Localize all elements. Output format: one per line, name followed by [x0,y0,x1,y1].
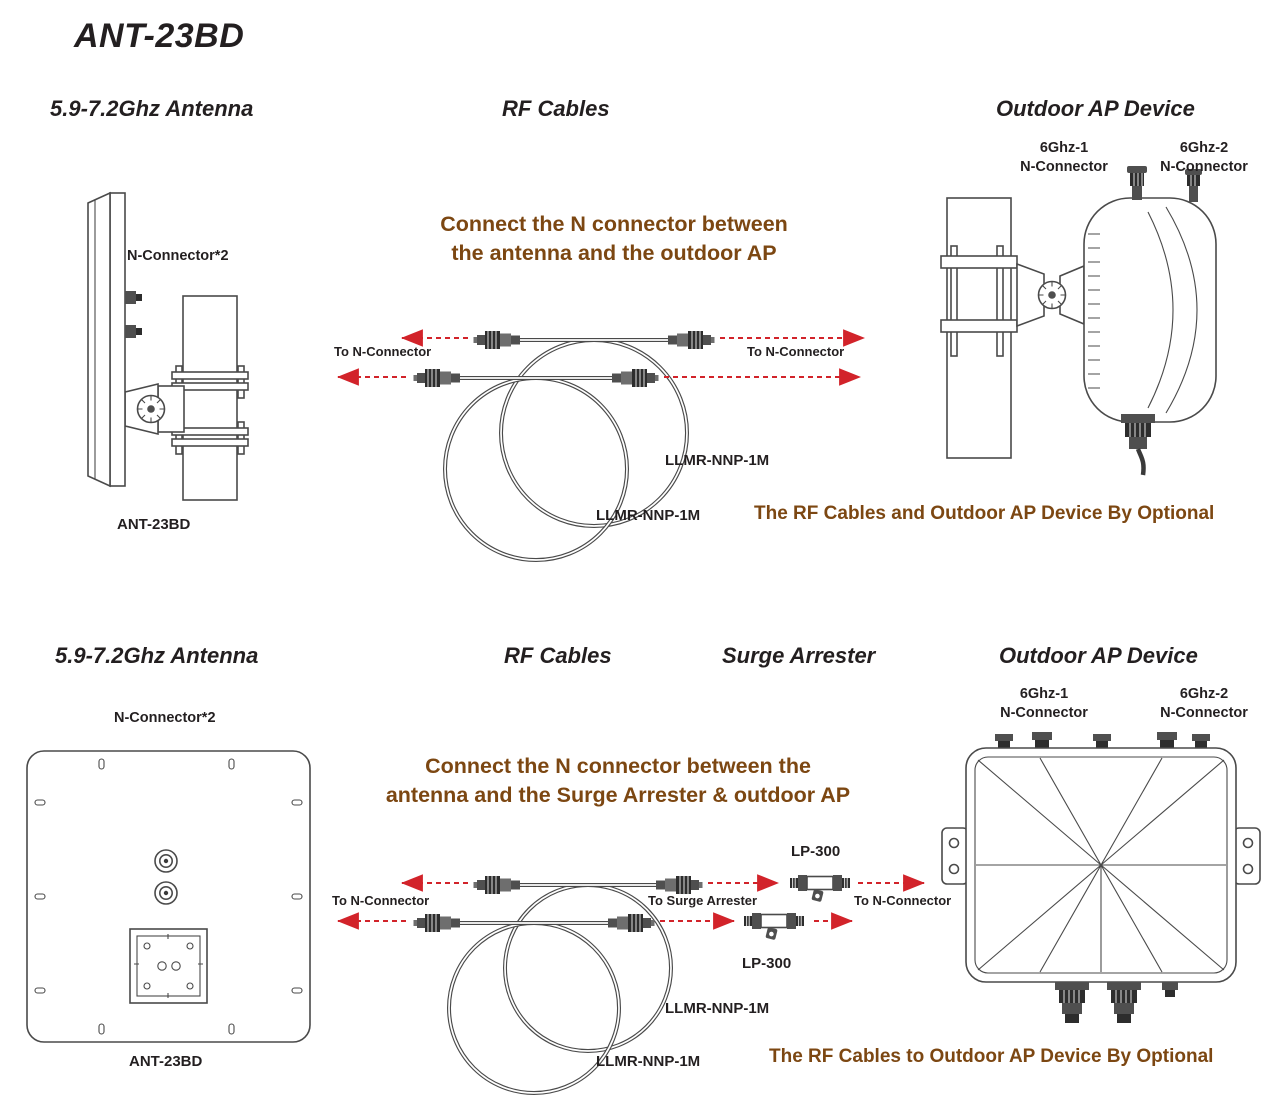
top-header-rf-cables: RF Cables [502,96,610,121]
top-to-n-connector-left: To N-Connector [334,344,432,359]
top-antenna-connector-label: N-Connector*2 [127,248,229,264]
ap-top-connector-1-icon [1127,166,1147,200]
top-instruction: Connect the N connector between the ante… [440,210,788,268]
bottom-instruction-line2: antenna and the Surge Arrester & outdoor… [385,783,851,807]
top-cable-label-1: LLMR-NNP-1M [665,452,770,469]
top-cable-label-2: LLMR-NNP-1M [596,507,701,524]
bottom-ap-port2-label: 6Ghz-2 N-Connector [1160,685,1248,723]
bottom-ap-port2-connector-type: N-Connector [1160,705,1248,721]
antenna-front-view-drawing [26,750,311,1043]
ap-top-connector-2-icon [1185,169,1202,202]
bottom-ap-port1-frequency: 6Ghz-1 [1019,686,1069,702]
top-instruction-line1: Connect the N connector between [440,212,788,236]
bottom-instruction-line1: Connect the N connector between the [425,754,811,778]
bottom-cable-label-2: LLMR-NNP-1M [596,1053,701,1070]
page-title: ANT-23BD [74,17,245,55]
bottom-to-n-connector-left: To N-Connector [332,893,430,908]
bottom-ap-port1-connector-type: N-Connector [1000,705,1088,721]
top-ap-port2-connector-type: N-Connector [1160,159,1248,175]
antenna-mount-plate-icon [129,928,208,1004]
ap-top-ports-icon [995,732,1210,750]
top-optional-note: The RF Cables and Outdoor AP Device By O… [754,503,1215,524]
top-instruction-line2: the antenna and the outdoor AP [451,241,777,265]
top-ap-port1-label: 6Ghz-1 N-Connector [1020,139,1108,177]
top-ap-port2-frequency: 6Ghz-2 [1179,140,1229,156]
bottom-header-surge-arrester: Surge Arrester [722,643,876,668]
top-header-antenna: 5.9-7.2Ghz Antenna [50,96,254,121]
bottom-to-n-connector-right: To N-Connector [854,893,952,908]
top-to-n-connector-right: To N-Connector [747,344,845,359]
bottom-ap-port1-label: 6Ghz-1 N-Connector [1000,685,1088,723]
top-header-outdoor-ap: Outdoor AP Device [996,96,1195,121]
bottom-to-surge-arrester: To Surge Arrester [648,893,758,908]
rf-cables-bottom-drawing [336,874,926,1095]
bottom-header-antenna: 5.9-7.2Ghz Antenna [55,643,259,668]
top-ap-port2-label: 6Ghz-2 N-Connector [1160,139,1248,177]
bottom-optional-note: The RF Cables to Outdoor AP Device By Op… [769,1046,1214,1067]
ap-cable-gland-icon [1121,414,1155,476]
bottom-ap-port2-frequency: 6Ghz-2 [1179,686,1229,702]
antenna-front-n-connectors-icon [154,849,178,905]
surge-arrester-1-label: LP-300 [791,843,841,860]
bottom-cable-label-1: LLMR-NNP-1M [665,1000,770,1017]
surge-arrester-2-label: LP-300 [742,955,792,972]
antenna-n-connectors-icon [125,291,142,338]
top-ap-port1-frequency: 6Ghz-1 [1039,140,1089,156]
bottom-header-rf-cables: RF Cables [504,643,612,668]
outdoor-ap-bottom-drawing [941,732,1261,1023]
rf-cables-top-drawing [336,329,866,562]
top-ap-port1-connector-type: N-Connector [1020,159,1108,175]
top-antenna-model-label: ANT-23BD [117,516,191,533]
surge-arrester-2-icon [743,912,805,941]
bottom-header-outdoor-ap: Outdoor AP Device [999,643,1198,668]
bottom-antenna-connector-label: N-Connector*2 [114,710,216,726]
antenna-side-view-drawing [87,191,249,501]
bottom-antenna-model-label: ANT-23BD [129,1053,203,1070]
outdoor-ap-top-drawing [940,166,1217,476]
surge-arrester-1-icon [789,874,851,903]
ap-mount-ears-icon [941,827,1261,885]
ap-cable-glands-icon [1055,982,1178,1023]
bottom-instruction: Connect the N connector between the ante… [386,752,850,810]
